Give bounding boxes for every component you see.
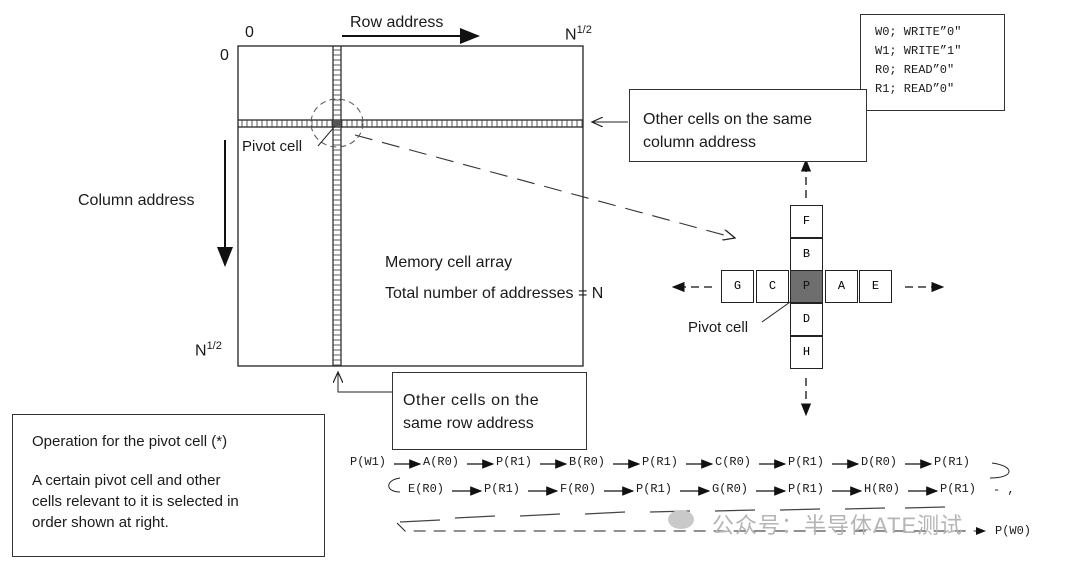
row-band bbox=[238, 119, 583, 128]
cell-f: F bbox=[790, 205, 823, 238]
sequence-op: E(R0) bbox=[408, 482, 445, 496]
sequence-op: H(R0) bbox=[864, 482, 901, 496]
row-address-label: Row address bbox=[350, 14, 444, 31]
operation-line3: order shown at right. bbox=[32, 514, 169, 531]
watermark-text: 公众号：半导体ATE测试 bbox=[712, 513, 964, 538]
cell-h: H bbox=[790, 336, 823, 369]
origin-y-label: 0 bbox=[220, 47, 229, 64]
n-half-left-label: N1/2 bbox=[195, 340, 222, 360]
sequence-op: P(W1) bbox=[350, 455, 387, 469]
cell-b: B bbox=[790, 238, 823, 271]
column-address-label: Column address bbox=[78, 192, 195, 209]
cell-e: E bbox=[859, 270, 892, 303]
cell-d: D bbox=[790, 303, 823, 336]
sequence-op: P(R1) bbox=[934, 455, 971, 469]
legend-r1: R1; READ”0″ bbox=[875, 82, 955, 96]
operation-line2: cells relevant to it is selected in bbox=[32, 493, 239, 510]
cell-p-pivot: P bbox=[790, 270, 823, 303]
pivot-leader bbox=[317, 125, 336, 147]
row-callout-pointer bbox=[338, 372, 392, 393]
pivot-highlight-circle bbox=[310, 98, 364, 148]
column-band bbox=[332, 46, 342, 366]
row-callout-line1: Other cells on the bbox=[403, 392, 540, 409]
cell-a: A bbox=[825, 270, 858, 303]
sequence-op: P(R1) bbox=[636, 482, 673, 496]
sequence-op: G(R0) bbox=[712, 482, 749, 496]
sequence-op: P(R1) bbox=[484, 482, 521, 496]
sequence-end-op: P(W0) bbox=[995, 524, 1032, 538]
cell-g: G bbox=[721, 270, 754, 303]
n-half-top-label: N1/2 bbox=[565, 24, 592, 44]
sequence-op: P(R1) bbox=[788, 482, 825, 496]
operation-legend-box: W0; WRITE”0″ W1; WRITE”1″ R0; READ”0″ R1… bbox=[860, 14, 1005, 111]
total-addresses-label: Total number of addresses = N bbox=[385, 285, 604, 302]
legend-w1: W1; WRITE”1″ bbox=[875, 44, 962, 58]
cell-c: C bbox=[756, 270, 789, 303]
zoom-dashed-arrow bbox=[354, 134, 735, 238]
pivot-cell-mark bbox=[333, 120, 341, 127]
sequence-row-2: E(R0) P(R1) F(R0) P(R1) G(R0) P(R1) H(R0) P(R1) bbox=[408, 482, 1028, 500]
sequence-row-2-tail: - , bbox=[993, 483, 1015, 497]
wechat-icon bbox=[668, 510, 694, 529]
sequence-op: C(R0) bbox=[715, 455, 752, 469]
sequence-op: D(R0) bbox=[861, 455, 898, 469]
column-callout-line2: column address bbox=[643, 134, 756, 151]
sequence-op: P(R1) bbox=[940, 482, 977, 496]
sequence-connectors bbox=[388, 462, 1010, 535]
memory-cell-array-label: Memory cell array bbox=[385, 254, 513, 271]
sequence-op: P(R1) bbox=[496, 455, 533, 469]
sequence-op: F(R0) bbox=[560, 482, 597, 496]
column-address-callout: Other cells on the same column address bbox=[629, 89, 867, 162]
column-callout-line1: Other cells on the same bbox=[643, 111, 812, 128]
sequence-arrows bbox=[394, 459, 939, 496]
operation-description-box: Operation for the pivot cell (*) A certa… bbox=[12, 414, 325, 557]
origin-x-label: 0 bbox=[245, 24, 254, 41]
row-callout-line2: same row address bbox=[403, 415, 534, 432]
pivot-cell-label: Pivot cell bbox=[242, 138, 303, 155]
legend-r0: R0; READ”0″ bbox=[875, 63, 955, 77]
sequence-op: P(R1) bbox=[788, 455, 825, 469]
sequence-row-1: P(W1) A(R0) P(R1) B(R0) P(R1) C(R0) P(R1) D(R0)… bbox=[350, 455, 1000, 473]
legend-w0: W0; WRITE”0″ bbox=[875, 25, 962, 39]
memory-array-square bbox=[237, 45, 584, 367]
operation-title: Operation for the pivot cell (*) bbox=[32, 433, 228, 450]
cross-pivot-cell-label: Pivot cell bbox=[688, 319, 749, 336]
sequence-op: P(R1) bbox=[642, 455, 679, 469]
sequence-op: A(R0) bbox=[423, 455, 460, 469]
operation-line1: A certain pivot cell and other bbox=[32, 472, 221, 489]
sequence-op: B(R0) bbox=[569, 455, 606, 469]
row-address-callout: Other cells on the same row address bbox=[392, 372, 587, 450]
